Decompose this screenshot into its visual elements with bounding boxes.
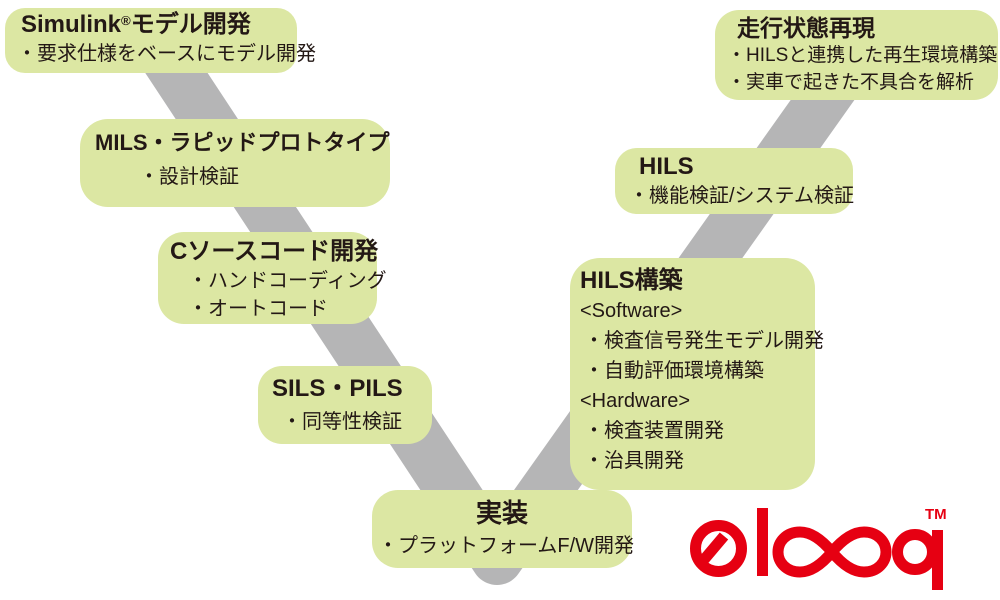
box-item: ・機能検証/システム検証	[629, 185, 854, 207]
box-item: ・自動評価環境構築	[584, 360, 764, 382]
box-item: ・プラットフォームF/W開発	[378, 534, 635, 557]
box-section-label: <Software>	[580, 300, 683, 322]
box-title: SILS・PILS	[272, 375, 403, 402]
box-item: ・検査信号発生モデル開発	[584, 330, 824, 352]
box-title: 実装	[475, 498, 528, 528]
box-item: ・検査装置開発	[584, 420, 724, 442]
registered-trademark-symbol: ®	[121, 12, 131, 28]
box-title: MILS・ラピッドプロトタイプ	[95, 130, 390, 155]
logo-letter-q-tail	[697, 532, 729, 566]
title-text: モデル開発	[130, 11, 251, 38]
process-box-hils: HILS ・機能検証/システム検証	[615, 148, 854, 214]
qloop-logo-icon	[690, 508, 943, 590]
box-item: ・設計検証	[139, 165, 239, 188]
logo-infinity-loop	[772, 526, 892, 578]
logo-letter-p-bowl	[892, 529, 938, 575]
process-box-implementation: 実装 ・プラットフォームF/W開発	[372, 490, 635, 568]
box-item: ・治具開発	[584, 450, 684, 472]
box-title: HILS	[639, 153, 694, 180]
box-section-label: <Hardware>	[580, 390, 691, 412]
box-item: ・同等性検証	[282, 411, 402, 433]
trademark-label: TM	[925, 506, 947, 523]
box-item: ・実車で起きた不具合を解析	[727, 71, 975, 93]
qloop-logo: TM	[680, 500, 1000, 600]
process-box-driving-state-reproduction: 走行状態再現 ・HILSと連携した再生環境構築 ・実車で起きた不具合を解析	[715, 10, 998, 100]
title-text: Simulink	[21, 11, 122, 38]
process-box-hils-construction: HILS構築 <Software> ・検査信号発生モデル開発 ・自動評価環境構築…	[570, 258, 824, 490]
box-title: Cソースコード開発	[170, 238, 379, 265]
process-box-c-source-code: Cソースコード開発 ・ハンドコーディング ・オートコード	[158, 232, 387, 324]
box-item: ・要求仕様をベースにモデル開発	[17, 43, 316, 65]
box-item: ・ハンドコーディング	[188, 270, 387, 292]
process-box-mils-rapid-prototype: MILS・ラピッドプロトタイプ ・設計検証	[80, 119, 390, 207]
box-title: Simulink®モデル開発	[21, 10, 297, 40]
box-item: ・HILSと連携した再生環境構築	[727, 44, 998, 66]
box-title: 走行状態再現	[737, 15, 875, 41]
process-box-sils-pils: SILS・PILS ・同等性検証	[258, 366, 432, 444]
box-item: ・オートコード	[188, 298, 328, 320]
process-box-simulink-model-development: Simulink®モデル開発 ・要求仕様をベースにモデル開発	[5, 8, 316, 73]
logo-letter-q-ring	[690, 520, 747, 577]
box-title: HILS構築	[580, 267, 683, 294]
